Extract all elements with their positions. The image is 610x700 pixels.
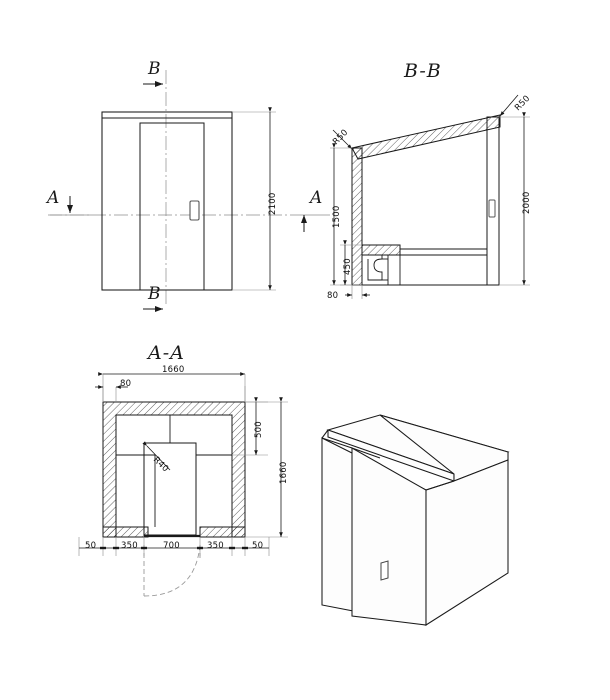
aa-door-swing-arc xyxy=(143,544,201,597)
leader-r40 xyxy=(142,441,171,471)
front-elevation-view xyxy=(48,70,330,312)
bb-door-panel xyxy=(486,116,500,286)
section-letter-b-bottom: B xyxy=(148,284,161,304)
front-body-outline xyxy=(101,111,233,291)
iso-door-panel xyxy=(351,447,427,626)
dimension-80-bb xyxy=(345,285,370,299)
dim-label-2100: 2100 xyxy=(268,192,278,215)
dimension-1660-right xyxy=(245,397,288,538)
dimension-1660-top xyxy=(98,372,246,402)
dim-label-50-left: 50 xyxy=(85,541,97,551)
dim-label-700: 700 xyxy=(163,541,180,551)
section-letter-b-top: B xyxy=(148,59,161,79)
section-bb-title: B-B xyxy=(404,60,442,82)
dim-label-450: 450 xyxy=(343,258,353,275)
section-mark-a-right xyxy=(290,214,330,232)
bb-shelf-slab xyxy=(361,244,401,256)
section-mark-a-left xyxy=(50,196,92,216)
iso-door-handle-icon xyxy=(380,560,389,581)
iso-side-face xyxy=(425,459,509,626)
leader-r50-right xyxy=(499,94,519,117)
dim-label-2000: 2000 xyxy=(522,191,532,214)
dim-label-350-right: 350 xyxy=(207,541,224,551)
aa-inner-jambs xyxy=(116,454,232,527)
dimension-2100 xyxy=(232,107,276,291)
door-handle-icon xyxy=(189,200,200,221)
aa-wall-bottom-right xyxy=(199,526,246,538)
dim-label-1500: 1500 xyxy=(332,205,342,228)
dim-label-500: 500 xyxy=(254,421,264,438)
bb-left-wall xyxy=(351,147,363,286)
section-aa-title: A-A xyxy=(148,342,185,364)
bb-door-handle-icon xyxy=(488,199,496,218)
dimension-2000 xyxy=(499,112,530,286)
front-door-panel xyxy=(139,122,205,291)
bb-roof-slab xyxy=(351,114,501,160)
dim-label-80-bb: 80 xyxy=(327,291,339,301)
section-aa-view xyxy=(78,372,288,597)
dim-label-1660-top: 1660 xyxy=(162,365,185,375)
centerline-group xyxy=(48,70,290,305)
section-letter-a-right: A xyxy=(310,188,323,208)
dimension-chain-bottom xyxy=(78,537,270,556)
aa-wall-section xyxy=(102,401,246,538)
bb-hook-fixture-icon xyxy=(367,255,389,285)
dim-label-80-aa: 80 xyxy=(120,379,132,389)
dim-label-50-right: 50 xyxy=(252,541,264,551)
leader-r50-left xyxy=(332,129,353,150)
dimension-80-aa xyxy=(95,385,128,402)
dimension-450 xyxy=(340,240,362,286)
aa-door-leaf xyxy=(143,442,197,536)
dim-label-1660-right: 1660 xyxy=(279,461,289,484)
bb-interior-lines xyxy=(362,248,487,286)
section-letter-a-left: A xyxy=(47,188,60,208)
isometric-view xyxy=(321,414,510,626)
aa-wall-bottom-left xyxy=(102,526,149,538)
dim-label-350-left: 350 xyxy=(121,541,138,551)
section-bb-view xyxy=(330,94,530,299)
